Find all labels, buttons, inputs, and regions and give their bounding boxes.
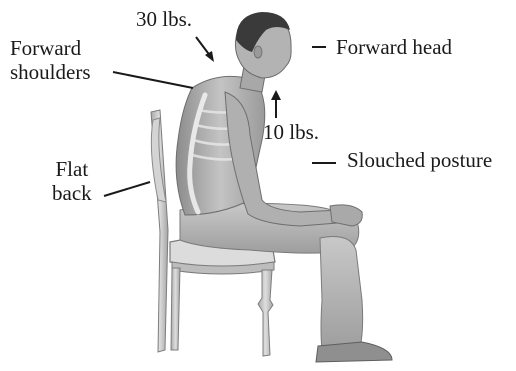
label-flat-back: Flat back <box>52 157 92 205</box>
label-flat-back-line2: back <box>52 181 92 205</box>
label-forward-shoulders-line1: Forward <box>10 36 91 60</box>
line-forward-shoulders <box>113 72 193 88</box>
chair-front-leg <box>258 270 273 356</box>
shoe <box>316 342 392 362</box>
label-flat-back-line1: Flat <box>52 157 92 181</box>
label-forward-shoulders: Forward shoulders <box>10 36 91 84</box>
label-slouched-posture: Slouched posture <box>347 148 492 172</box>
lower-leg <box>320 237 363 351</box>
label-forward-head: Forward head <box>336 35 452 59</box>
label-30-lbs: 30 lbs. <box>136 7 192 31</box>
label-forward-shoulders-line2: shoulders <box>10 60 91 84</box>
line-flat-back <box>104 182 150 196</box>
label-10-lbs: 10 lbs. <box>263 120 319 144</box>
hand <box>330 205 362 226</box>
seated-person <box>176 12 392 362</box>
